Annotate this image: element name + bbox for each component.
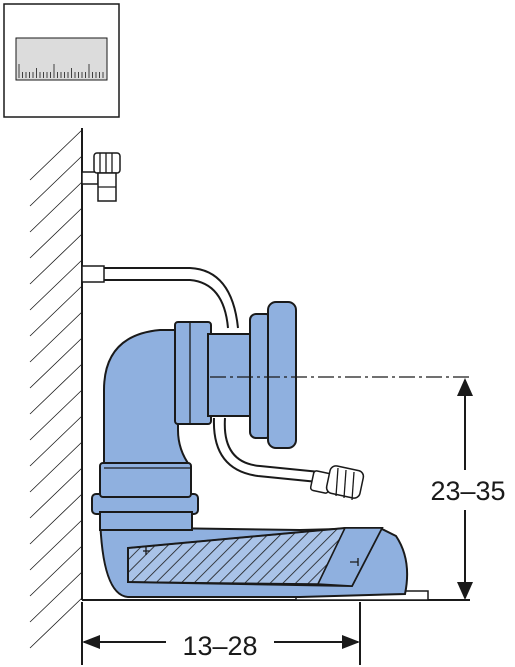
ruler-icon <box>3 3 120 118</box>
adjustable-sleeve <box>127 527 384 588</box>
horizontal-dimension: 13–28 <box>81 602 361 665</box>
hose-connector-icon <box>309 465 365 501</box>
drain-hose <box>212 417 321 483</box>
valve-icon <box>81 152 121 202</box>
elbow-pipe <box>99 301 297 498</box>
horizontal-dimension-label: 13–28 <box>182 631 257 661</box>
supply-hose <box>81 265 239 329</box>
vertical-dimension: 23–35 <box>418 378 515 600</box>
vertical-dimension-label: 23–35 <box>430 476 505 506</box>
wall <box>29 128 83 649</box>
